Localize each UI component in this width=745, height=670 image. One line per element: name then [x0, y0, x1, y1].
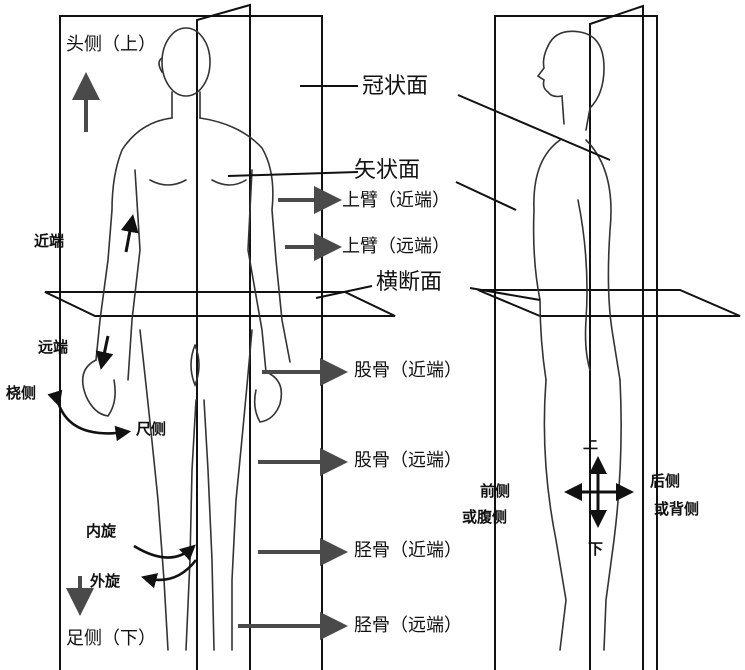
- tibia-distal-label: 胫骨（远端）: [354, 615, 462, 636]
- ulnar-label: 尺侧: [136, 420, 167, 438]
- transverse-plane-lateral: [477, 289, 741, 317]
- transverse-plane-left: [44, 291, 396, 317]
- sagittal-plane-label: 矢状面: [354, 158, 421, 183]
- femur-proximal-label: 股骨（近端）: [354, 360, 462, 381]
- lateral-panel-frame: [494, 15, 658, 670]
- proximal-label: 近端: [34, 232, 65, 250]
- posterior-label: 后侧: [650, 472, 681, 490]
- up-label: 上: [583, 434, 599, 452]
- axis-arrows: [66, 72, 100, 616]
- upper-arm-proximal-label: 上臂（近端）: [342, 190, 450, 211]
- coronal-plane-lateral: [589, 4, 644, 670]
- distal-label: 远端: [38, 338, 69, 356]
- head-side-label: 头侧（上）: [66, 34, 156, 55]
- limb-direction-arrows: [95, 214, 139, 370]
- rotation-arrows: [47, 389, 198, 589]
- transverse-plane-label: 横断面: [376, 270, 443, 295]
- segment-arrows: [238, 186, 348, 640]
- direction-cross: [564, 456, 634, 528]
- anterior-label: 前侧: [480, 482, 511, 500]
- femur-distal-label: 股骨（远端）: [354, 450, 462, 471]
- coronal-plane-label: 冠状面: [362, 74, 429, 99]
- front-body-figure: [81, 27, 291, 651]
- plane-leader-lines: [227, 85, 611, 301]
- down-label: 下: [588, 540, 604, 558]
- upper-arm-distal-label: 上臂（远端）: [342, 236, 450, 257]
- radial-label: 桡侧: [6, 384, 37, 402]
- tibia-proximal-label: 胫骨（近端）: [354, 540, 462, 561]
- coronal-plane-frame: [59, 15, 323, 670]
- dorsal-label: 或背侧: [654, 500, 700, 518]
- ventral-label: 或腹侧: [462, 508, 508, 526]
- sagittal-plane-left: [196, 3, 251, 670]
- internal-rotation-label: 内旋: [86, 522, 117, 540]
- external-rotation-label: 外旋: [90, 572, 121, 590]
- side-body-figure: [532, 30, 622, 651]
- foot-side-label: 足侧（下）: [66, 628, 156, 649]
